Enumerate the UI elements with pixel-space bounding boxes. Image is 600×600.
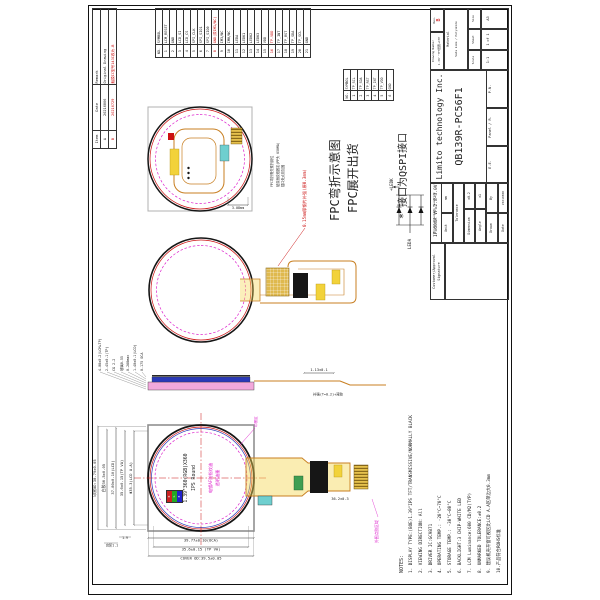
ee-label: E.E. [488,160,492,169]
sheet-value: 1 of 1 [486,33,490,46]
material-value: Soda Lime / Polyimide [454,21,458,57]
notes-block: NOTES: 1. DISPLAY TYPE:(BOE)1.39"IPS TFT… [399,388,505,573]
note-line: 3. DRIVER IC:GC9B71 [428,523,434,573]
process-note: FPC弯折需先预折到位 [270,155,274,187]
panel-label: Panel / R. [488,116,492,138]
drawn-label: Drawn [489,223,493,233]
dimension-value: ±0.2 [466,192,471,200]
process-note: 插口处点胶加固 [281,164,285,187]
note-line: 4. OPERATING TEMP.: -20°C~70°C [438,495,444,573]
led-anode-label: LEDA [407,238,412,249]
note-line: 7. LCM Luminance:600 CD/M2(TYP) [467,492,473,573]
led-circuit-linework [393,185,424,233]
rev-value: B [436,18,442,22]
folded-view-linework [147,106,253,212]
drawing-number-value: 1.39''TFT圆形+CTP [437,36,441,66]
unfolded-view-linework [148,227,357,343]
drawing-sheet: Item Date Remark A 20210806 Original Dra… [88,5,512,595]
fold-gap-dimension: 3.08mm [231,206,245,210]
note-line: 2. VIEWING DIRECTION: All [418,508,424,573]
note-line: 10.产品符合ROHS标准 [497,529,503,573]
pn-label: P.N. [488,84,492,94]
note-line: 5. STORAGE TEMP.: -30°C~80°C [448,500,454,573]
scale-label: Scale [471,55,475,65]
by-label: By [489,196,493,200]
qspi-interface-note: * 接口为QSPI接口 [398,132,409,219]
note-line: 1. DISPLAY TYPE:(BOE)1.39"IPS TFT/TRANSM… [409,415,414,573]
scale-value: 1:1 [486,56,490,64]
drawing-linework [97,106,424,557]
dimension-label: Dimension [466,217,471,235]
date-label: Date [500,224,505,232]
unless-label: Unless Otherwise Specified [433,192,436,234]
angle-label: Angle [478,221,482,231]
customer-cell [430,243,509,300]
process-note: 贴双面胶纸固定(PP头 650MA) [275,142,280,187]
rev-label: Rev. [431,16,436,24]
part-number: QB139R-PC56F1 [454,87,465,166]
unit-label: Unit [444,224,448,232]
note-line: 8. UNMARKED TOLERANCE:±0.2 [477,505,483,573]
drawing-number-label: Drawing Number [431,40,435,62]
material-label: Material [446,31,450,47]
customer-divider [444,243,446,300]
size-value: A3 [486,16,490,21]
signature-label: Signature [437,262,441,281]
tolerance-label: Tolerance [455,204,459,222]
unit-value: mm [444,196,448,200]
led-cathode-label: +LEDK [389,178,394,191]
side-view-linework [99,371,386,391]
size-label: Size [471,15,475,22]
scale-row-divider [480,8,482,70]
front-view-linework [97,411,379,557]
notes-header: NOTES: [399,554,405,573]
customer-label: Customer/Approval [432,254,436,289]
company-name: Limito technology Inc. [435,73,444,180]
note-line: 9. 建议机壳开窗可视区比LCD A.A区单边大0.3mm [487,474,493,573]
note-line: 6. BACKLIGHT:3 CHIP-WHITE LED [457,497,463,573]
date-value: 20210806 [500,190,505,206]
sheet-label: Sheet [471,35,475,44]
angle-value: ±1 [478,194,482,198]
